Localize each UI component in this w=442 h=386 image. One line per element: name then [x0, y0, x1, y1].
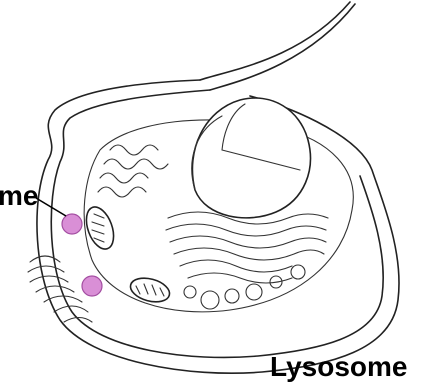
- flagellum: [200, 2, 355, 90]
- nucleus: [192, 98, 311, 218]
- lysosome-dot: [82, 276, 102, 296]
- lysosome-dot: [62, 214, 82, 234]
- label-partial-left: me: [0, 180, 38, 211]
- mitochondrion: [81, 203, 119, 253]
- mitochondrion: [128, 274, 172, 306]
- vesicles: [184, 265, 305, 309]
- label-lysosome: Lysosome: [270, 351, 407, 382]
